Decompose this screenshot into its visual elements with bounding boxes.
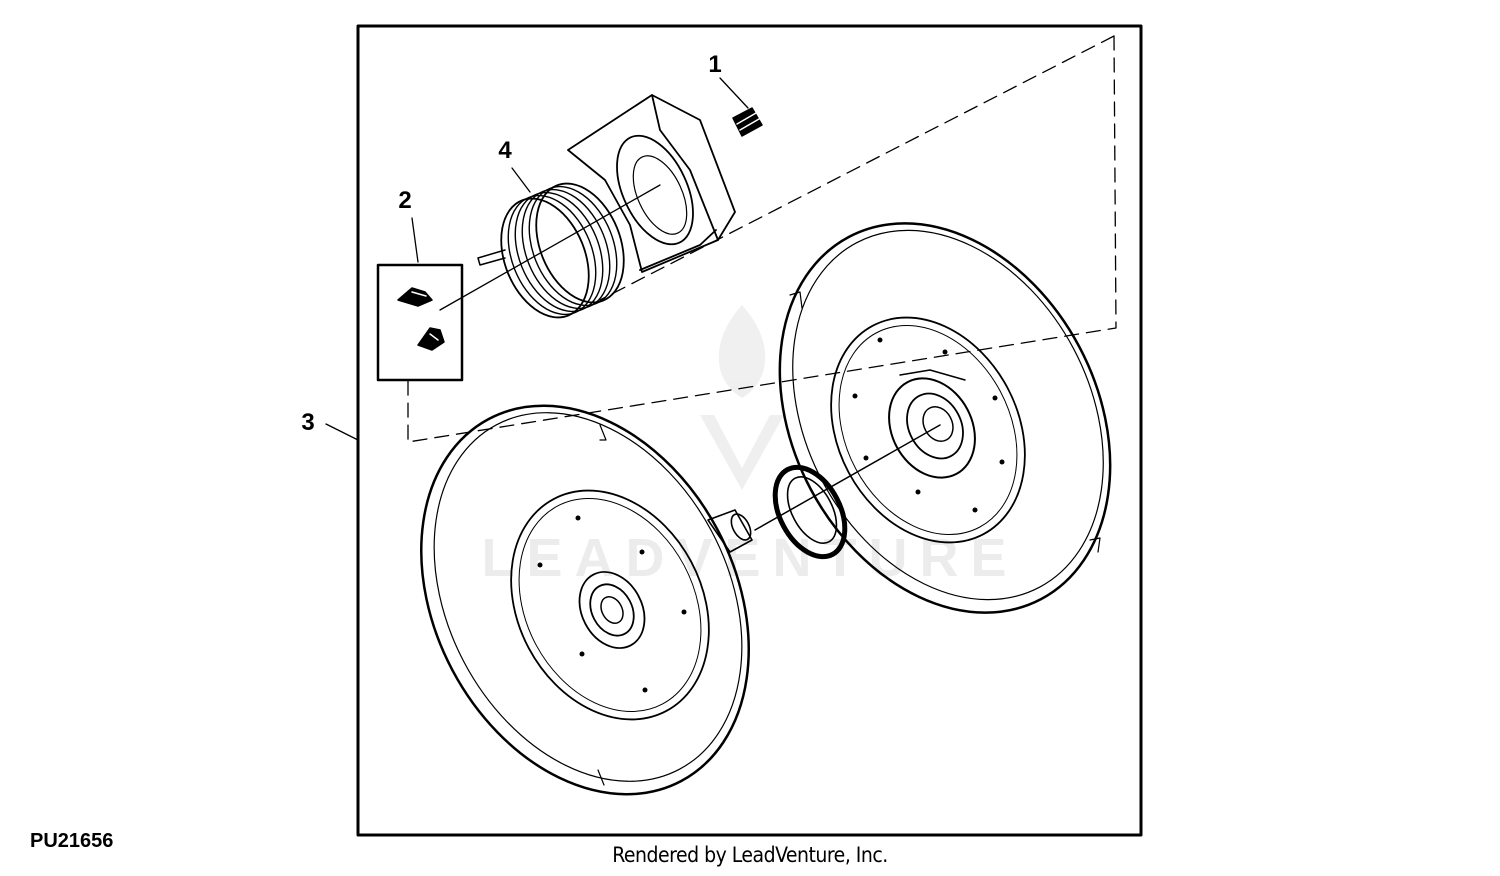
seal-ring bbox=[772, 464, 848, 560]
weight-clip-top bbox=[397, 287, 433, 307]
spring-retainer-cup bbox=[567, 94, 736, 273]
callout-1: 1 bbox=[708, 51, 721, 78]
coil-spring bbox=[477, 182, 625, 319]
leader-4 bbox=[511, 167, 531, 193]
leader-spring-cup bbox=[439, 184, 661, 311]
callout-4: 4 bbox=[498, 137, 512, 164]
callout-3: 3 bbox=[301, 409, 314, 436]
diagram-frame bbox=[356, 24, 1143, 837]
hub-stub bbox=[707, 509, 753, 553]
leader-1 bbox=[719, 77, 749, 109]
watermark-text: LEADVENTURE bbox=[481, 528, 1018, 588]
weight-clip-bottom bbox=[417, 327, 445, 351]
leader-disc-top bbox=[599, 35, 1115, 301]
rear-sheave-disc bbox=[778, 222, 1112, 614]
front-sheave-disc bbox=[420, 404, 750, 796]
footer-credit: Rendered by LeadVenture, Inc. bbox=[612, 843, 888, 867]
reference-code: PU21656 bbox=[30, 830, 114, 852]
hardware-kit-box bbox=[376, 263, 464, 382]
axis-line bbox=[754, 424, 941, 531]
pin-part bbox=[732, 107, 763, 137]
leader-3 bbox=[325, 423, 359, 441]
leader-2 bbox=[411, 217, 419, 263]
assembly-boundary bbox=[407, 35, 1117, 443]
watermark-logo bbox=[700, 305, 784, 490]
callout-2: 2 bbox=[398, 187, 411, 214]
